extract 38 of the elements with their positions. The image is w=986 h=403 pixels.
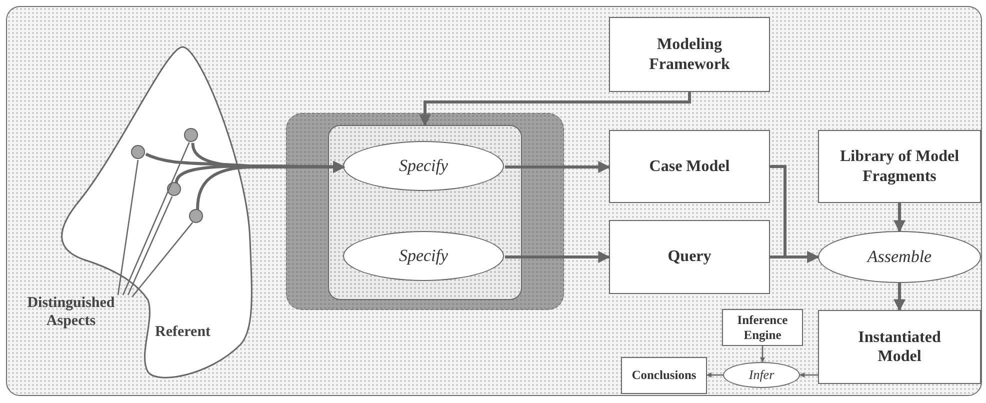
box-label: Inference Engine [736, 312, 789, 342]
box-label: Modeling Framework [648, 35, 731, 74]
arrow [196, 161, 346, 210]
arrow [894, 283, 906, 312]
leader-line [117, 160, 139, 296]
arrow [706, 372, 723, 378]
arrow [894, 203, 906, 232]
leader-line [127, 196, 173, 296]
leader-line [132, 222, 194, 298]
arrow [770, 251, 820, 263]
arrow [419, 92, 691, 126]
process-box [818, 130, 981, 203]
ellipse-label: Specify [398, 246, 448, 266]
outer-panel [286, 113, 564, 310]
process-box [621, 357, 707, 394]
process-box [609, 17, 770, 92]
arrow [799, 372, 818, 378]
box-label: Case Model [649, 156, 730, 176]
ellipse-label: Specify [398, 156, 448, 176]
referent-label: Referent [155, 324, 211, 341]
box-label: Instantiated Model [857, 328, 942, 366]
arrow [760, 346, 766, 363]
process-box [609, 220, 770, 294]
process-ellipse [343, 141, 504, 191]
box-label: Conclusions [632, 368, 696, 383]
box-label: Query [668, 247, 712, 267]
arrow [505, 161, 610, 173]
ellipse-label: Assemble [867, 246, 932, 268]
arrow [505, 251, 610, 263]
callout-text: Distinguished Aspects [10, 294, 132, 338]
inner-panel [328, 124, 522, 300]
process-box [722, 309, 803, 346]
process-box [609, 130, 770, 203]
process-box [818, 310, 981, 384]
leader-line [122, 142, 190, 296]
process-ellipse [343, 231, 504, 281]
ellipse-label: Infer [748, 367, 774, 383]
box-label: Library of Model Fragments [839, 147, 960, 186]
